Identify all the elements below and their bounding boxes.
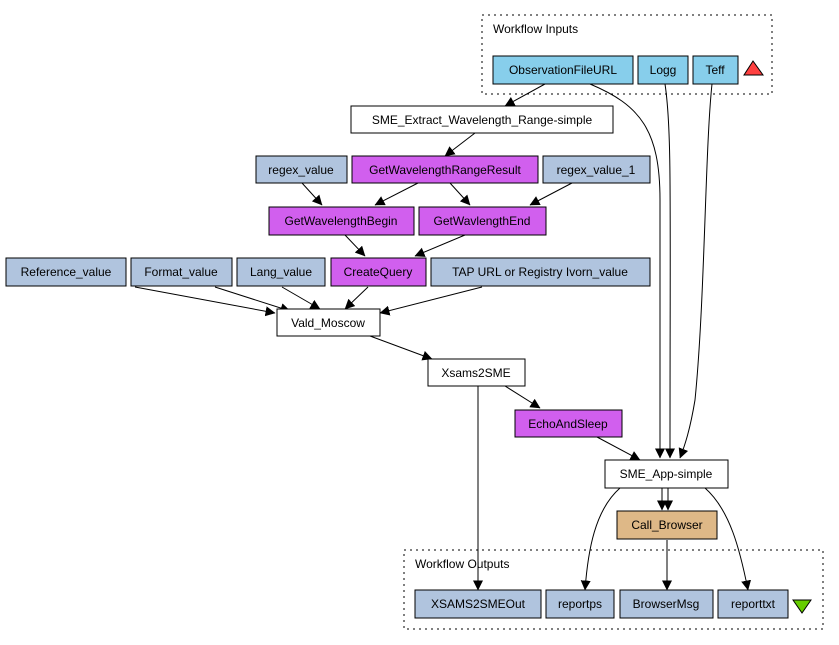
node-echo-and-sleep[interactable]: EchoAndSleep [514, 409, 623, 438]
svg-text:Logg: Logg [650, 63, 677, 77]
svg-text:Xsams2SME: Xsams2SME [441, 366, 510, 380]
svg-text:XSAMS2SMEOut: XSAMS2SMEOut [431, 597, 526, 611]
svg-text:EchoAndSleep: EchoAndSleep [528, 417, 608, 431]
node-reference-value[interactable]: Reference_value [5, 257, 127, 287]
svg-text:SME_Extract_Wavelength_Range-s: SME_Extract_Wavelength_Range-simple [372, 113, 593, 127]
node-call-browser[interactable]: Call_Browser [616, 510, 718, 540]
workflow-outputs-label: Workflow Outputs [415, 557, 509, 571]
node-get-wavelength-range-result[interactable]: GetWavelengthRangeResult [351, 155, 539, 184]
node-observation-file-url[interactable]: ObservationFileURL [492, 55, 634, 85]
svg-text:Reference_value: Reference_value [21, 265, 112, 279]
edge-teff-to-smeapp [678, 83, 713, 459]
edge-begin-to-createquery [344, 234, 366, 257]
svg-text:GetWavelengthBegin: GetWavelengthBegin [285, 214, 398, 228]
edge-smeapp-to-reportps [580, 487, 621, 591]
edge-regex1-to-end [529, 182, 573, 206]
svg-text:TAP URL or Registry Ivorn_valu: TAP URL or Registry Ivorn_value [452, 265, 628, 279]
edge-end-to-createquery [414, 234, 466, 257]
node-teff[interactable]: Teff [692, 55, 739, 85]
node-xsams2smeout[interactable]: XSAMS2SMEOut [414, 589, 542, 619]
edge-reference-to-vald [134, 286, 276, 317]
edge-getrange-to-end [449, 182, 471, 206]
output-marker-triangle-icon [792, 599, 812, 614]
node-browsermsg[interactable]: BrowserMsg [619, 589, 714, 619]
svg-text:BrowserMsg: BrowserMsg [633, 597, 700, 611]
edge-logg-to-smeapp [664, 83, 676, 459]
node-xsams2sme[interactable]: Xsams2SME [427, 358, 526, 387]
svg-text:CreateQuery: CreateQuery [344, 265, 413, 279]
edge-observation-to-smeapp [589, 83, 665, 459]
workflow-inputs-label: Workflow Inputs [493, 22, 578, 36]
svg-text:reportps: reportps [558, 597, 602, 611]
node-get-wavelength-begin[interactable]: GetWavelengthBegin [268, 206, 415, 236]
edge-regex-to-begin [301, 182, 323, 206]
edge-xsams2sme-to-echo [504, 385, 541, 409]
node-vald-moscow[interactable]: Vald_Moscow [276, 308, 381, 337]
workflow-inputs-cluster: Workflow Inputs [481, 14, 773, 95]
svg-text:regex_value: regex_value [268, 163, 334, 177]
node-sme-app[interactable]: SME_App-simple [604, 459, 729, 489]
node-reporttxt[interactable]: reporttxt [717, 589, 789, 619]
node-get-wavlength-end[interactable]: GetWavlengthEnd [418, 206, 547, 236]
svg-text:Call_Browser: Call_Browser [631, 518, 702, 532]
workflow-outputs-cluster: Workflow Outputs [403, 549, 824, 630]
node-sme-extract[interactable]: SME_Extract_Wavelength_Range-simple [350, 105, 614, 134]
input-marker-triangle-icon [743, 60, 764, 76]
node-format-value[interactable]: Format_value [130, 257, 233, 287]
svg-text:regex_value_1: regex_value_1 [557, 163, 636, 177]
edge-vald-to-xsams2sme [369, 335, 433, 361]
svg-text:reporttxt: reporttxt [731, 597, 776, 611]
node-tap-url[interactable]: TAP URL or Registry Ivorn_value [430, 257, 651, 287]
node-reportps[interactable]: reportps [545, 589, 615, 619]
svg-text:GetWavlengthEnd: GetWavlengthEnd [434, 214, 531, 228]
edge-createquery-to-vald [344, 286, 369, 310]
svg-text:GetWavelengthRangeResult: GetWavelengthRangeResult [369, 163, 521, 177]
svg-text:ObservationFileURL: ObservationFileURL [509, 63, 617, 77]
edge-lang-to-vald [281, 286, 321, 310]
edges [134, 83, 752, 591]
node-regex-value-1[interactable]: regex_value_1 [542, 155, 651, 184]
edge-extract-to-getrange [444, 132, 476, 157]
edge-getrange-to-begin [374, 182, 419, 206]
node-create-query[interactable]: CreateQuery [330, 257, 427, 287]
svg-text:Vald_Moscow: Vald_Moscow [291, 316, 365, 330]
edge-tap-to-vald [379, 286, 483, 316]
svg-text:Teff: Teff [705, 63, 725, 77]
edge-observation-to-extract [504, 83, 546, 107]
node-logg[interactable]: Logg [637, 55, 689, 85]
node-regex-value[interactable]: regex_value [255, 155, 348, 184]
edge-smeapp-to-reporttxt [704, 487, 752, 591]
svg-text:Lang_value: Lang_value [250, 265, 312, 279]
node-lang-value[interactable]: Lang_value [236, 257, 326, 287]
edge-echo-to-smeapp [596, 436, 641, 461]
edge-format-to-vald [214, 286, 291, 313]
svg-text:Format_value: Format_value [144, 265, 218, 279]
svg-text:SME_App-simple: SME_App-simple [620, 467, 713, 481]
